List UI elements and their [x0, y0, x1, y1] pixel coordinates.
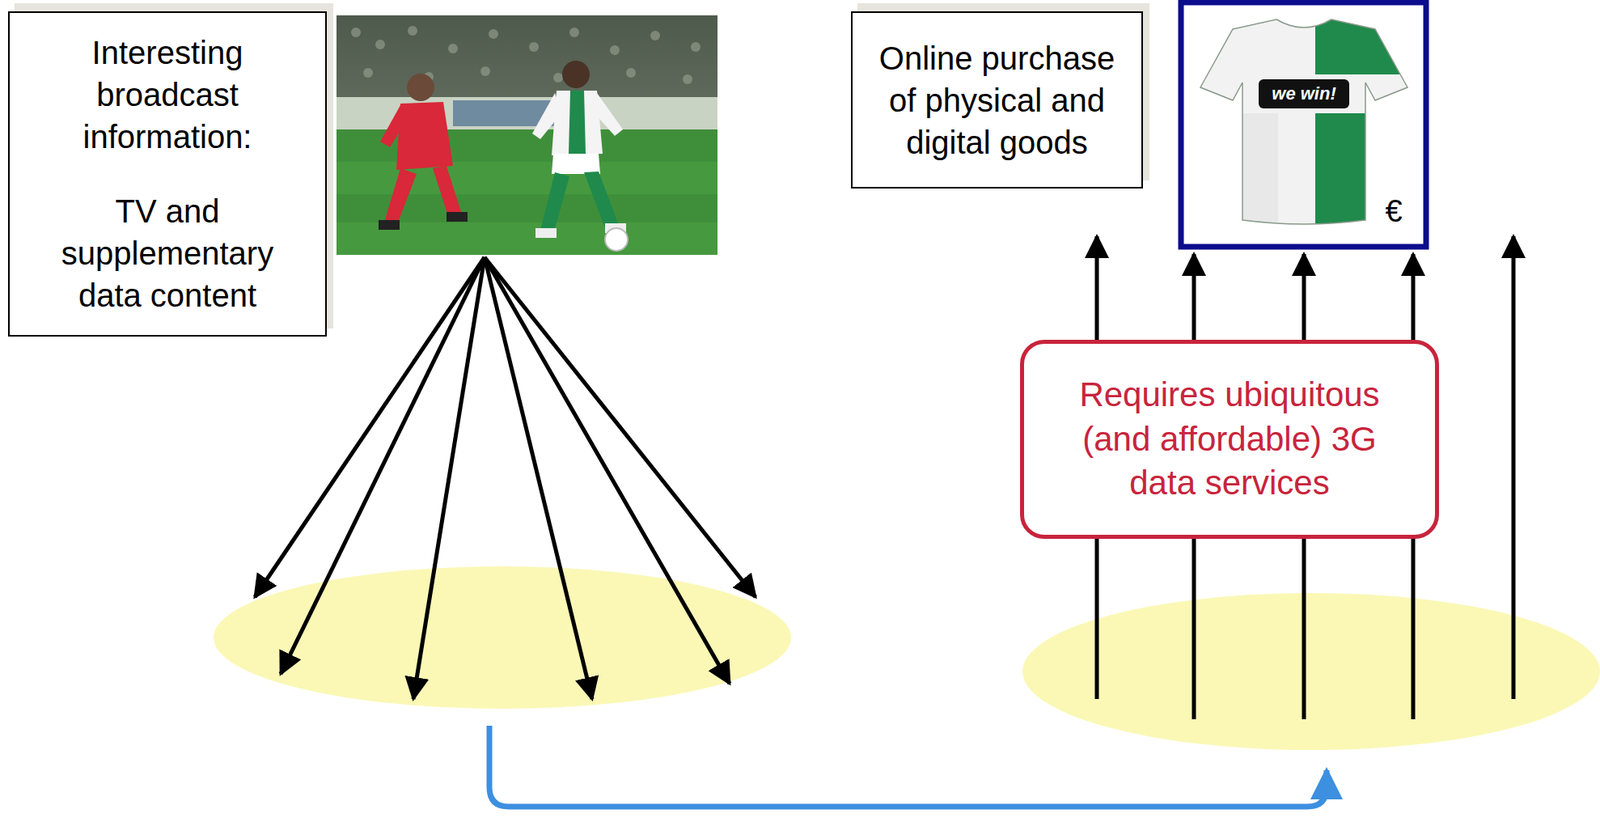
shirt-picture: [1180, 2, 1427, 247]
box-body: TV and supplementary data content: [33, 190, 301, 317]
box-heading: Online purchase of physical and digital …: [871, 37, 1123, 164]
text-stack: Interesting broadcast information: TV and…: [33, 31, 301, 317]
text-stack: Online purchase of physical and digital …: [871, 37, 1123, 164]
broadcast-arrows: [254, 257, 756, 699]
box-heading: Interesting broadcast information:: [33, 31, 301, 158]
currency-symbol: €: [1375, 190, 1413, 232]
text-stack: Requires ubiquitous (and affordable) 3G …: [1067, 372, 1392, 506]
info-box: Online purchase of physical and digital …: [850, 11, 1143, 189]
football-photo: [336, 15, 718, 255]
box-heading: Requires ubiquitous (and affordable) 3G …: [1067, 372, 1392, 506]
transition-arrow: [489, 725, 1327, 807]
info-box: Interesting broadcast information: TV and…: [8, 11, 327, 337]
shirt-logo: we win!: [1258, 79, 1350, 109]
requirement-box: Requires ubiquitous (and affordable) 3G …: [1020, 339, 1440, 539]
